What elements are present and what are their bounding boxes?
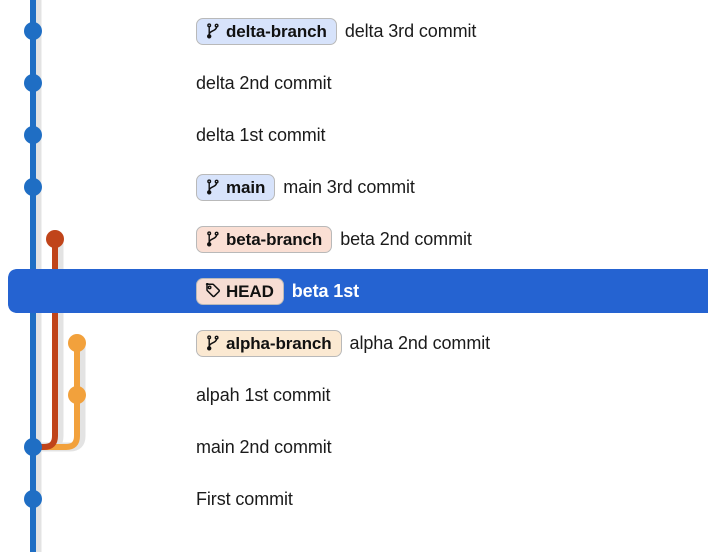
commit-row[interactable]: alpah 1st commit [0,373,708,417]
commit-row[interactable]: main 2nd commit [0,425,708,469]
commit-message: main 2nd commit [196,436,332,457]
ref-badge-label: HEAD [226,281,274,301]
commit-node-dot[interactable] [68,334,86,352]
commit-row-content: HEAD beta 1st [196,269,359,313]
commit-node-dot[interactable] [24,178,42,196]
commit-message: beta 2nd commit [340,228,472,249]
commit-node-dot[interactable] [24,490,42,508]
ref-badge-alpha-branch[interactable]: alpha-branch [196,329,342,357]
commit-node-dot[interactable] [68,386,86,404]
commit-message: delta 2nd commit [196,72,332,93]
commit-message: First commit [196,488,293,509]
git-branch-icon [206,231,219,247]
commit-node-dot[interactable] [24,438,42,456]
commit-message: alpah 1st commit [196,384,331,405]
ref-badge-label: main [226,177,266,197]
commit-row[interactable]: beta-branch beta 2nd commit [0,217,708,261]
lane-line-beta [32,236,58,450]
commit-message: beta 1st [291,280,360,301]
ref-badge-main[interactable]: main [196,173,276,201]
commit-row[interactable]: First commit [0,477,708,521]
commit-row-content: main 2nd commit [196,425,332,469]
tag-icon [205,283,221,298]
ref-badge-label: beta-branch [226,229,323,249]
commit-row-content: delta 1st commit [196,113,326,157]
commit-row[interactable]: HEAD beta 1st [0,269,708,313]
commit-row-content: First commit [196,477,293,521]
commit-row[interactable]: main main 3rd commit [0,165,708,209]
commit-message: main 3rd commit [283,176,415,197]
commit-row-content: main main 3rd commit [196,165,415,209]
commit-row-content: delta-branch delta 3rd commit [196,9,476,53]
commit-row[interactable]: alpha-branch alpha 2nd commit [0,321,708,365]
commit-row-content: alpha-branch alpha 2nd commit [196,321,490,365]
lane-line-alpha [32,340,80,450]
commit-row[interactable]: delta 2nd commit [0,61,708,105]
ref-badge-head[interactable]: HEAD [196,277,284,305]
ref-badge-delta-branch[interactable]: delta-branch [196,17,337,45]
ref-badge-label: alpha-branch [226,333,332,353]
commit-message: delta 1st commit [196,124,326,145]
commit-node-dot[interactable] [46,230,64,248]
commit-row-content: delta 2nd commit [196,61,332,105]
git-branch-icon [206,179,219,195]
git-branch-icon [206,335,219,351]
ref-badge-label: delta-branch [226,21,327,41]
git-branch-icon [206,23,219,39]
commit-message: alpha 2nd commit [349,332,491,353]
commit-row[interactable]: delta 1st commit [0,113,708,157]
commit-node-dot[interactable] [24,74,42,92]
commit-node-dot[interactable] [24,126,42,144]
commit-message: delta 3rd commit [344,20,477,41]
ref-badge-beta-branch[interactable]: beta-branch [196,225,333,253]
row-selection-highlight [8,269,708,313]
commit-row-content: alpah 1st commit [196,373,331,417]
commit-node-dot[interactable] [24,22,42,40]
commit-row[interactable]: delta-branch delta 3rd commit [0,9,708,53]
commit-row-content: beta-branch beta 2nd commit [196,217,472,261]
